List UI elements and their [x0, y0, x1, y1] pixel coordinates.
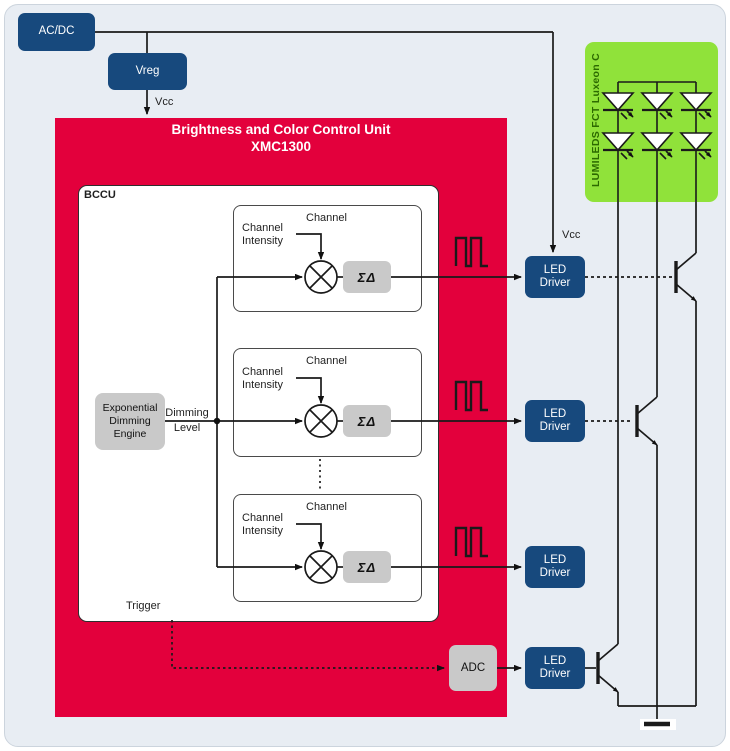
led-driver-box-1: LED Driver — [525, 256, 585, 298]
led-driver-box-2: LED Driver — [525, 400, 585, 442]
channel-box-1 — [233, 205, 422, 312]
control-unit-title-line1: Brightness and Color Control Unit — [171, 122, 391, 137]
acdc-label: AC/DC — [38, 25, 75, 38]
bccu-label: BCCU — [84, 189, 116, 201]
vcc-label: Vcc — [155, 96, 174, 108]
led-module-box — [585, 42, 718, 202]
vreg-box: Vreg — [108, 53, 187, 90]
sigma-delta-box-3: ΣΔ — [343, 551, 391, 583]
channel-box-2 — [233, 348, 422, 457]
exponential-dimming-engine-box: Exponential Dimming Engine — [95, 393, 165, 450]
trigger-label: Trigger — [126, 600, 161, 612]
channel-intensity-label-1: Channel Intensity — [242, 222, 283, 247]
control-unit-title-line2: XMC1300 — [250, 138, 312, 154]
channel-box-3 — [233, 494, 422, 602]
led-driver-box-3: LED Driver — [525, 546, 585, 588]
driver-vcc-label: Vcc — [562, 229, 581, 241]
control-unit-title: Brightness and Color Control Unit XMC130… — [55, 122, 507, 155]
vreg-label: Vreg — [135, 64, 160, 77]
dimming-level-label: Dimming Level — [165, 407, 209, 434]
sigma-delta-box-2: ΣΔ — [343, 405, 391, 437]
channel-title-1: Channel — [306, 212, 347, 224]
acdc-box: AC/DC — [18, 13, 95, 51]
led-module-label: LUMILEDS FCT Luxeon C — [590, 52, 602, 188]
channel-title-2: Channel — [306, 355, 347, 367]
channel-title-3: Channel — [306, 501, 347, 513]
channel-intensity-label-3: Channel Intensity — [242, 512, 283, 537]
led-driver-box-4: LED Driver — [525, 647, 585, 689]
adc-box: ADC — [449, 645, 497, 691]
channel-intensity-label-2: Channel Intensity — [242, 366, 283, 391]
sigma-delta-box-1: ΣΔ — [343, 261, 391, 293]
